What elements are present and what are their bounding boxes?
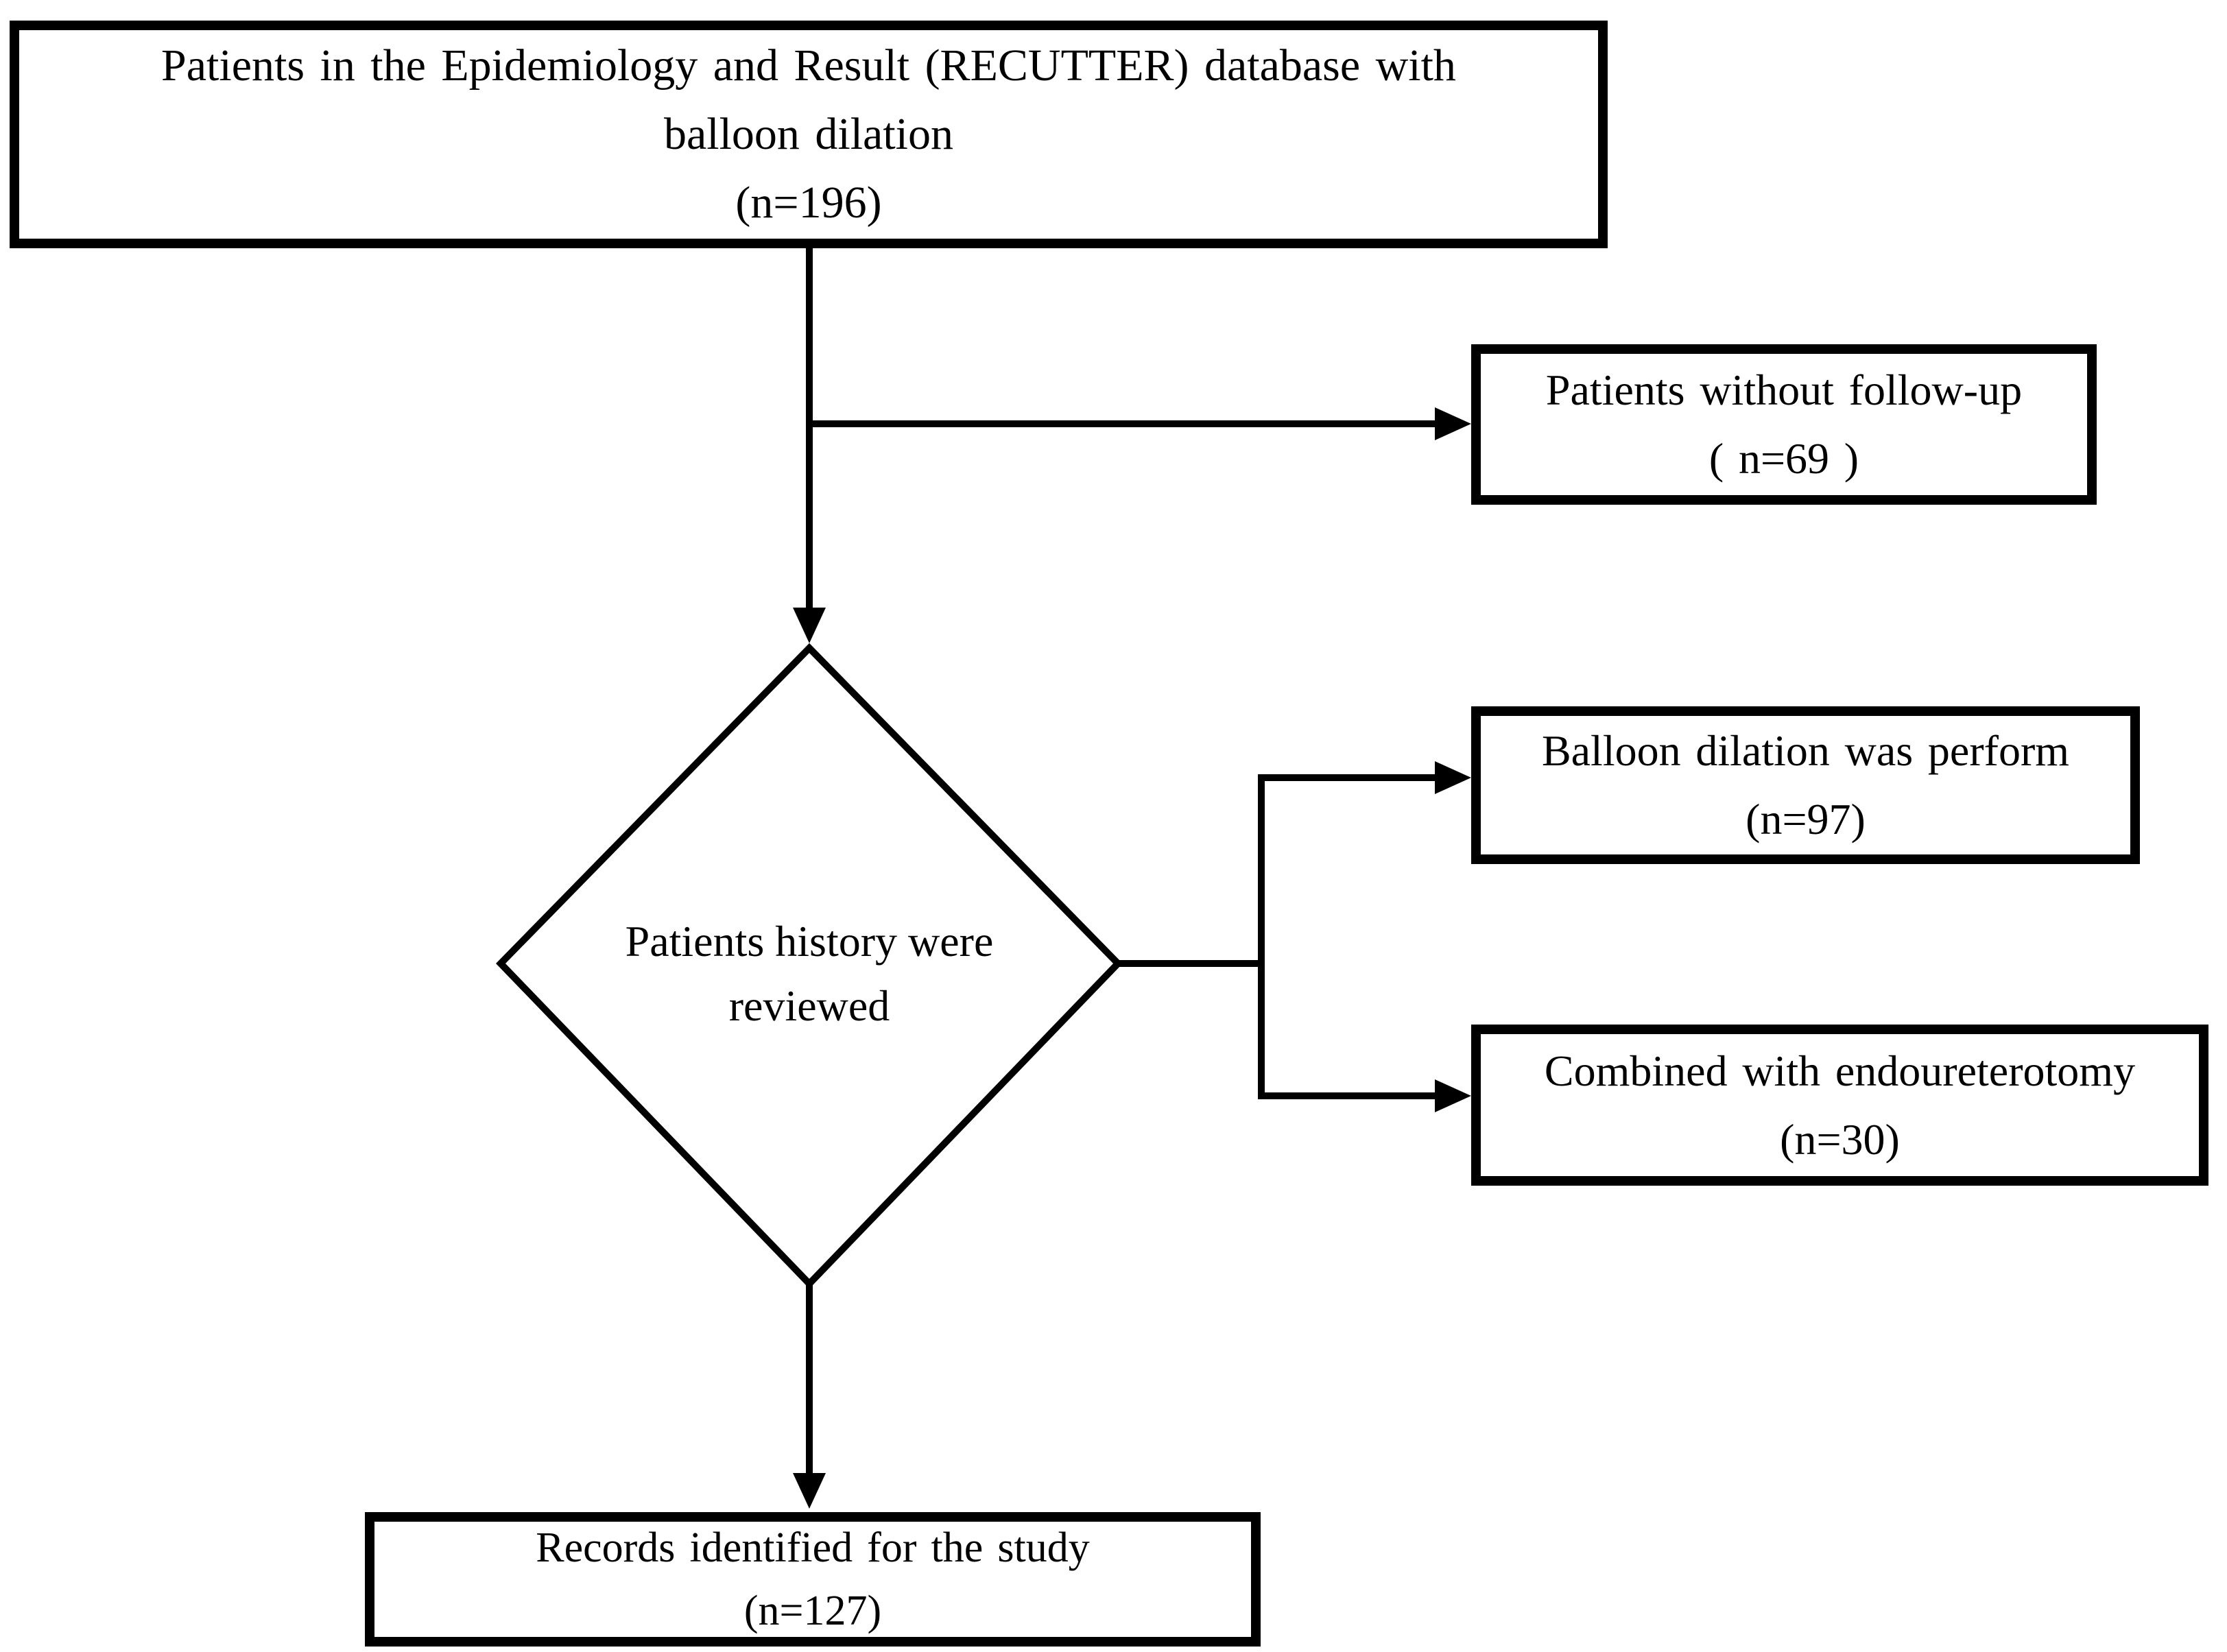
node-records-count: (n=127)	[743, 1588, 882, 1634]
node-no-followup-count: ( n=69 )	[1708, 434, 1859, 483]
connector-branch-trunk	[1258, 774, 1435, 1099]
node-balloon-count: (n=97)	[1746, 795, 1866, 843]
arrowhead-into-balloon	[1435, 761, 1471, 794]
node-balloon-dilation-box: Balloon dilation was perform (n=97)	[1471, 706, 2140, 864]
node-no-followup-box: Patients without follow-up ( n=69 )	[1471, 344, 2097, 505]
arrowhead-into-decision	[793, 608, 826, 643]
arrowhead-into-combined	[1435, 1079, 1471, 1112]
node-database-box: Patients in the Epidemiology and Result …	[10, 21, 1608, 248]
arrowhead-into-no-followup	[1435, 407, 1471, 440]
node-database-line2: balloon dilation	[663, 109, 954, 159]
node-decision-line2: reviewed	[728, 981, 890, 1030]
node-decision-line1: Patients history were	[625, 917, 994, 966]
node-records-identified-box: Records identified for the study (n=127)	[365, 1512, 1261, 1647]
node-combined-endoureterotomy-box: Combined with endoureterotomy (n=30)	[1471, 1025, 2208, 1186]
arrowhead-into-records	[793, 1473, 826, 1509]
node-database-line1: Patients in the Epidemiology and Result …	[161, 40, 1456, 91]
node-records-line1: Records identified for the study	[536, 1524, 1090, 1571]
node-balloon-line1: Balloon dilation was perform	[1541, 726, 2070, 775]
node-combined-count: (n=30)	[1780, 1114, 1900, 1164]
node-no-followup-line1: Patients without follow-up	[1545, 366, 2023, 414]
node-decision-label: Patients history were reviewed	[549, 909, 1070, 1038]
node-database-count: (n=196)	[735, 178, 882, 228]
node-combined-line1: Combined with endoureterotomy	[1544, 1046, 2136, 1095]
